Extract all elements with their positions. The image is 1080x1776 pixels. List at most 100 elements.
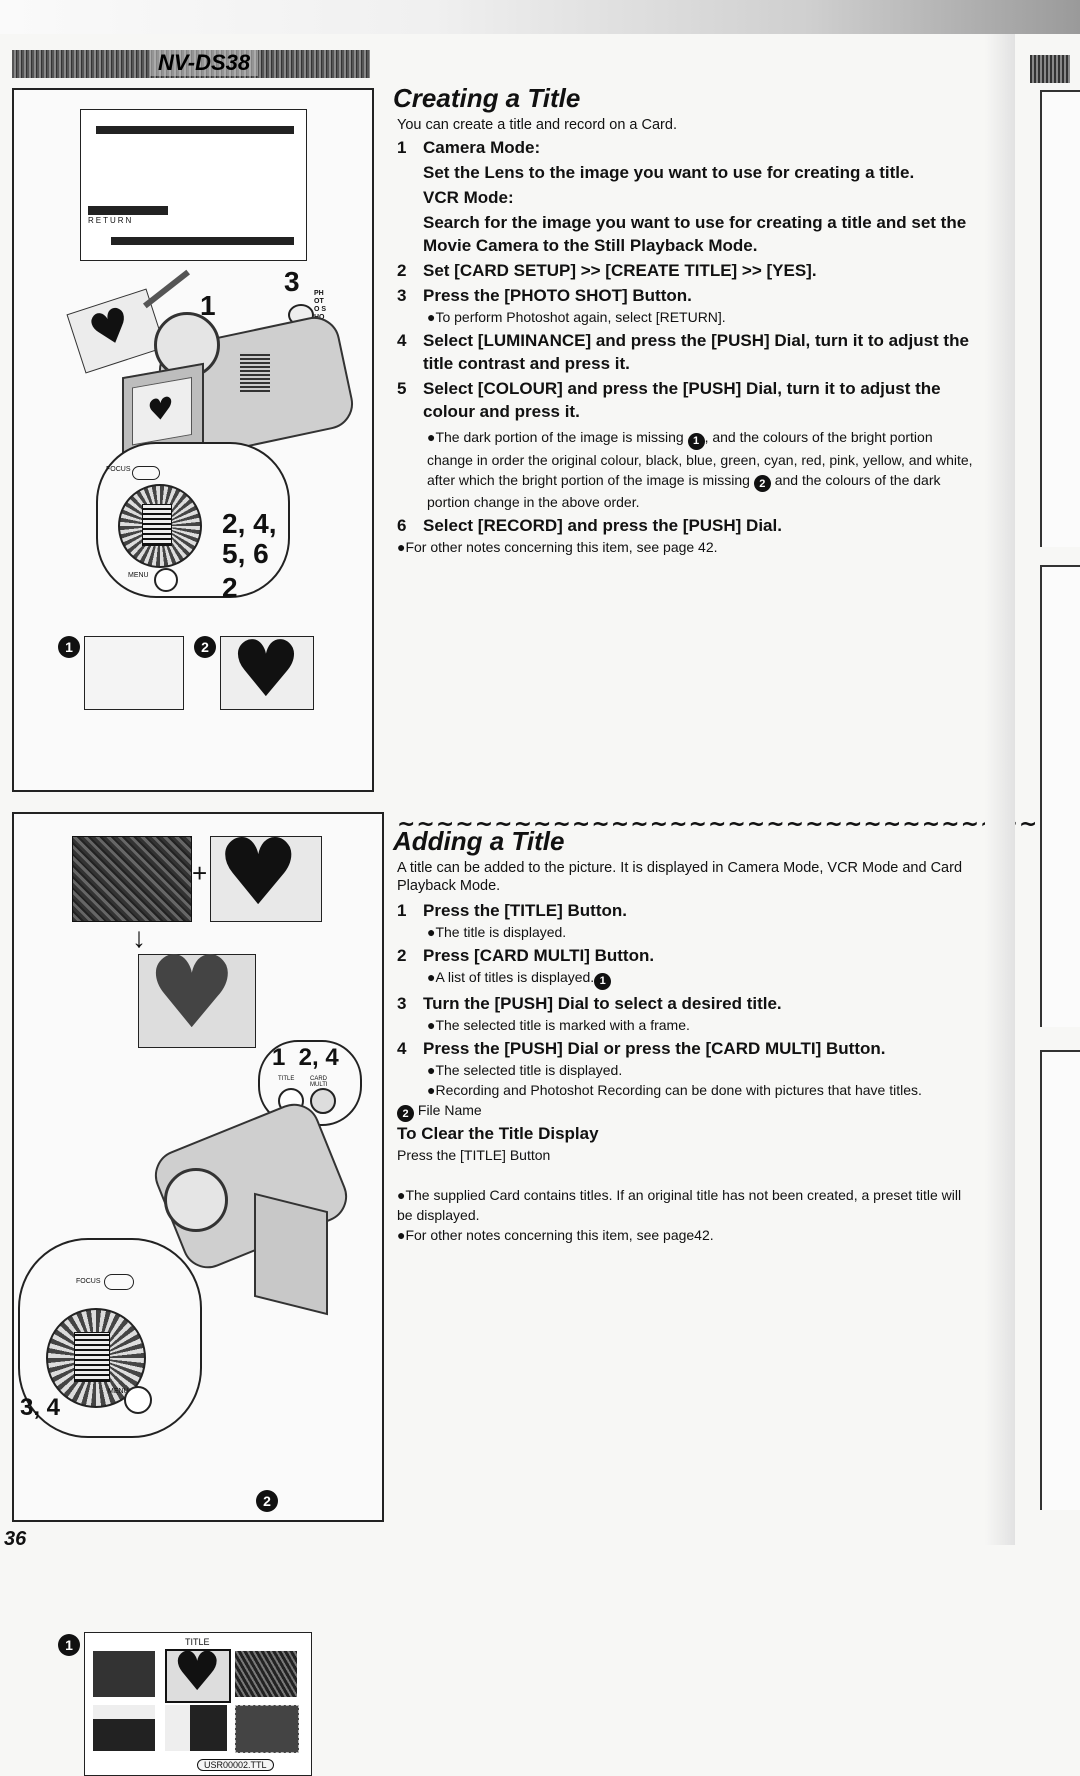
creating-step-1d: Search for the image you want to use for…: [397, 211, 977, 257]
step-text: Search for the image you want to use for…: [423, 213, 967, 255]
result-image-1: [84, 636, 184, 710]
heart-icon: ♥: [82, 295, 139, 360]
step-number: 6: [397, 516, 407, 535]
push-dial-grid: [142, 504, 172, 546]
card-multi-button[interactable]: [310, 1088, 336, 1114]
figure-adding-title: + ♥ ↓ ♥ 1 2, 4 TITLE CARD MULTI FOCUS ME…: [12, 812, 384, 1776]
step-text: Set [CARD SETUP] >> [CREATE TITLE] >> [Y…: [423, 261, 817, 280]
menu-button-2[interactable]: [124, 1386, 152, 1414]
dial-inset-2: FOCUS MENU: [18, 1238, 202, 1438]
result-image-2: ♥: [220, 631, 314, 710]
plus-sign: +: [192, 858, 208, 888]
file-name-label: USR00002.TTL: [197, 1759, 274, 1771]
step-number: 5: [397, 379, 407, 398]
step-text: Press the [TITLE] Button.: [423, 901, 627, 920]
next-page-panel-3: [1040, 1050, 1080, 1510]
section-title-creating: Creating a Title: [393, 83, 581, 113]
figure-creating-title: RETURN ♥ 1 3 PHOTO SHOT ♥ FOCUS MENU 2, …: [12, 88, 374, 792]
step-text: Select [RECORD] and press the [PUSH] Dia…: [423, 516, 782, 535]
step-number: 4: [397, 1038, 407, 1058]
down-arrow: ↓: [132, 922, 146, 953]
lens-line: [142, 269, 191, 309]
step-text: Select [LUMINANCE] and press the [PUSH] …: [423, 331, 969, 373]
title-thumb-2[interactable]: ♥: [165, 1645, 231, 1703]
note5-part-a: ●The dark portion of the image is missin…: [427, 429, 684, 445]
creating-step-4: 4 Select [LUMINANCE] and press the [PUSH]…: [397, 329, 977, 375]
adding-note-3: ●The selected title is marked with a fra…: [427, 1016, 690, 1033]
combined-thumbnail: ♥: [138, 943, 256, 1048]
adding-note-1: ●The title is displayed.: [427, 924, 567, 940]
step-number: 3: [397, 993, 407, 1013]
focus-button[interactable]: [132, 466, 160, 480]
step-number: [397, 211, 423, 257]
step-number: 1: [397, 901, 407, 920]
marker-2-inline: 2: [753, 475, 771, 492]
marker-1-inline: 1: [687, 432, 705, 450]
step-text: Camera Mode:: [423, 138, 541, 157]
title-btn-label: TITLE: [278, 1076, 295, 1082]
callout-1: 1: [200, 290, 216, 321]
dial-inset: FOCUS MENU: [96, 442, 290, 598]
step-text: Press [CARD MULTI] Button.: [423, 946, 655, 965]
section-creating-body: You can create a title and record on a C…: [397, 116, 977, 557]
menu-screen-bottom-bar: [111, 237, 294, 245]
heart-title-thumbnail: ♥: [210, 827, 322, 922]
adding-note-4b: ●Recording and Photoshot Recording can b…: [427, 1081, 922, 1098]
menu-label-2: MENU: [108, 1388, 129, 1395]
step-text: Select [COLOUR] and press the [PUSH] Dia…: [423, 379, 941, 421]
creating-step-1c: VCR Mode:: [397, 186, 977, 209]
photo-thumbnail: [72, 836, 192, 922]
step-number: 4: [397, 331, 407, 350]
title-thumb-4: [93, 1705, 155, 1751]
step-text: VCR Mode:: [423, 188, 514, 207]
file-name-text: File Name: [417, 1101, 482, 1118]
step-number: 3: [397, 286, 407, 305]
menu-screen-return: RETURN: [88, 216, 134, 225]
result-heart-icon: ♥: [231, 625, 301, 715]
combined-heart-icon: ♥: [147, 934, 237, 1051]
menu-screen-selected: [88, 206, 168, 215]
section-title-adding: Adding a Title: [393, 826, 565, 856]
title-list-screen: TITLE ♥ USR00002.TTL: [84, 1632, 312, 1776]
adding-step-1: 1 Press the [TITLE] Button.: [397, 899, 977, 922]
heart-title-icon: ♥: [217, 819, 300, 926]
page-top-band: [0, 0, 1080, 34]
focus-button-2[interactable]: [104, 1274, 134, 1290]
callout-3: 3: [284, 266, 300, 297]
note-text: ●A list of titles is displayed.: [427, 969, 595, 985]
step-text: Press the [PUSH] Dial or press the [CARD…: [423, 1038, 886, 1058]
section-divider: ~~~~~~~~~~~~~~~~~~~~~~~~~~~~~~~~~~~~: [397, 812, 1080, 837]
menu-button[interactable]: [154, 568, 178, 592]
section-adding-body: A title can be added to the picture. It …: [397, 859, 977, 1245]
callout-3-4: 3, 4: [20, 1394, 61, 1421]
creating-note-5: ●The dark portion of the image is missin…: [397, 427, 977, 512]
marker-2-inline-b: 2: [397, 1105, 414, 1122]
next-page-panel-2: [1040, 565, 1080, 1027]
marker-2b: 2: [256, 1490, 278, 1512]
title-thumb-1: [93, 1651, 155, 1697]
push-dial-2-grid: [74, 1332, 110, 1382]
step-text: Turn the [PUSH] Dial to select a desired…: [423, 993, 782, 1013]
menu-label: MENU: [128, 572, 149, 579]
step-number: 2: [397, 946, 407, 965]
next-page-shadow: [985, 34, 1015, 1545]
lcd-heart-icon: ♥: [147, 390, 174, 430]
adding-step-2: 2 Press [CARD MULTI] Button.: [397, 944, 977, 967]
title-thumb-3: [235, 1651, 297, 1697]
next-page-panel-1: [1040, 90, 1080, 547]
menu-screen: RETURN: [80, 109, 307, 261]
page-number: 36: [4, 1528, 27, 1550]
adding-intro: A title can be added to the picture. It …: [397, 860, 963, 894]
creating-step-6: 6 Select [RECORD] and press the [PUSH] Di…: [397, 514, 977, 537]
step-number: [397, 186, 423, 209]
adding-note-2: ●A list of titles is displayed.1: [397, 967, 977, 990]
creating-note-end: ●For other notes concerning this item, s…: [397, 539, 718, 555]
marker-1b: 1: [58, 1634, 80, 1656]
adding-note-a: ●The supplied Card contains titles. If a…: [397, 1187, 962, 1223]
note5-part-b: , and the colours of the bright portion …: [427, 429, 973, 488]
clear-heading: To Clear the Title Display: [397, 1124, 599, 1143]
lcd-screen: ♥: [132, 376, 192, 446]
focus-label-2: FOCUS: [76, 1278, 101, 1285]
